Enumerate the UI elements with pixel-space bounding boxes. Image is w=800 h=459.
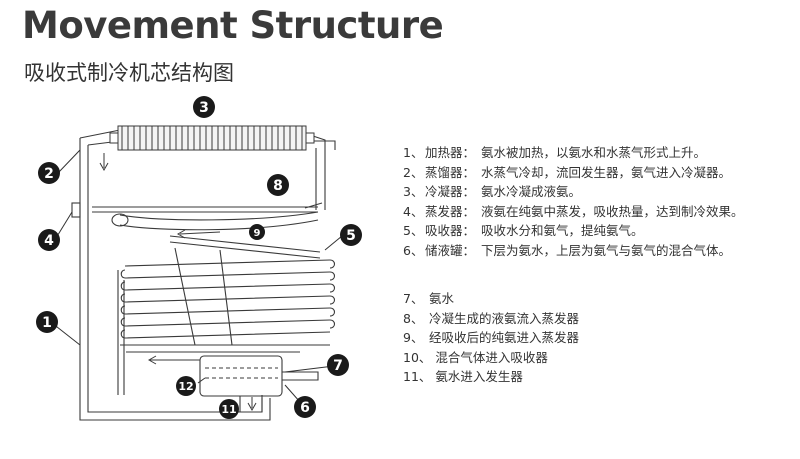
component-list: 1、 加热器： 氨水被加热，以氨水和水蒸气形式上升。 2、 蒸馏器： 水蒸气冷却…	[403, 143, 744, 261]
component-item: 5、 吸收器： 吸收水分和氨气，提纯氨气。	[403, 221, 744, 241]
marker-6: 6	[294, 396, 316, 418]
flow-number: 10、	[403, 349, 432, 365]
component-number: 6、	[403, 242, 424, 258]
svg-text:11: 11	[221, 403, 236, 416]
component-number: 3、	[403, 184, 424, 200]
svg-text:8: 8	[273, 178, 283, 194]
component-number: 1、	[403, 145, 424, 160]
page-title: Movement Structure	[22, 4, 444, 47]
marker-7: 7	[327, 354, 349, 376]
flow-number: 11、	[403, 369, 432, 385]
marker-2: 2	[38, 162, 60, 184]
svg-text:9: 9	[254, 228, 261, 239]
flow-number: 7、	[403, 291, 424, 306]
flow-item: 11、 氨水进入发生器	[403, 367, 579, 387]
svg-text:2: 2	[44, 166, 54, 182]
component-item: 2、 蒸馏器： 水蒸气冷却，流回发生器，氨气进入冷凝器。	[403, 163, 744, 183]
flow-number: 9、	[403, 330, 424, 346]
component-item: 4、 蒸发器： 液氨在纯氨中蒸发，吸收热量，达到制冷效果。	[403, 202, 744, 222]
component-name: 冷凝器：	[425, 184, 476, 200]
svg-text:3: 3	[199, 100, 209, 116]
flow-item: 8、 冷凝生成的液氨流入蒸发器	[403, 309, 579, 329]
component-name: 吸收器：	[425, 223, 476, 239]
svg-text:12: 12	[178, 380, 193, 393]
flow-description: 冷凝生成的液氨流入蒸发器	[429, 310, 580, 326]
flow-description: 氨水	[429, 291, 455, 306]
component-description: 氨水被加热，以氨水和水蒸气形式上升。	[481, 145, 707, 160]
page-subtitle: 吸收式制冷机芯结构图	[24, 61, 234, 85]
component-item: 6、 储液罐： 下层为氨水，上层为氨气与氨气的混合气体。	[403, 241, 744, 261]
flow-description: 氨水进入发生器	[435, 369, 523, 385]
flow-number: 8、	[403, 310, 424, 326]
marker-5: 5	[340, 224, 362, 246]
flow-description: 经吸收后的纯氨进入蒸发器	[429, 330, 580, 346]
component-number: 5、	[403, 223, 424, 239]
marker-8: 8	[267, 174, 289, 196]
component-description: 水蒸气冷却，流回发生器，氨气进入冷凝器。	[481, 164, 732, 180]
marker-11: 11	[219, 399, 239, 419]
component-name: 加热器：	[425, 145, 476, 160]
component-number: 2、	[403, 164, 424, 180]
component-description: 氨水冷凝成液氨。	[481, 184, 582, 200]
marker-9: 9	[249, 224, 265, 240]
marker-4: 4	[38, 229, 60, 251]
component-name: 蒸发器：	[425, 203, 476, 219]
flow-item: 9、 经吸收后的纯氨进入蒸发器	[403, 328, 579, 348]
flow-item: 7、 氨水	[403, 289, 579, 309]
svg-text:7: 7	[333, 358, 343, 374]
flow-item: 10、 混合气体进入吸收器	[403, 348, 579, 368]
svg-text:6: 6	[300, 400, 310, 416]
flow-list: 7、 氨水 8、 冷凝生成的液氨流入蒸发器 9、 经吸收后的纯氨进入蒸发器 10…	[403, 289, 579, 387]
svg-text:5: 5	[346, 228, 356, 244]
flow-description: 混合气体进入吸收器	[435, 349, 548, 365]
component-description: 下层为氨水，上层为氨气与氨气的混合气体。	[481, 242, 732, 258]
component-name: 储液罐：	[425, 242, 476, 258]
component-number: 4、	[403, 203, 424, 219]
svg-text:1: 1	[42, 315, 52, 331]
component-item: 3、 冷凝器： 氨水冷凝成液氨。	[403, 182, 744, 202]
marker-1: 1	[36, 311, 58, 333]
component-description: 液氨在纯氨中蒸发，吸收热量，达到制冷效果。	[481, 203, 744, 219]
marker-12: 12	[176, 376, 196, 396]
svg-text:4: 4	[44, 233, 54, 249]
component-description: 吸收水分和氨气，提纯氨气。	[481, 223, 644, 239]
component-name: 蒸馏器：	[425, 164, 476, 180]
component-item: 1、 加热器： 氨水被加热，以氨水和水蒸气形式上升。	[403, 143, 744, 163]
marker-3: 3	[193, 96, 215, 118]
